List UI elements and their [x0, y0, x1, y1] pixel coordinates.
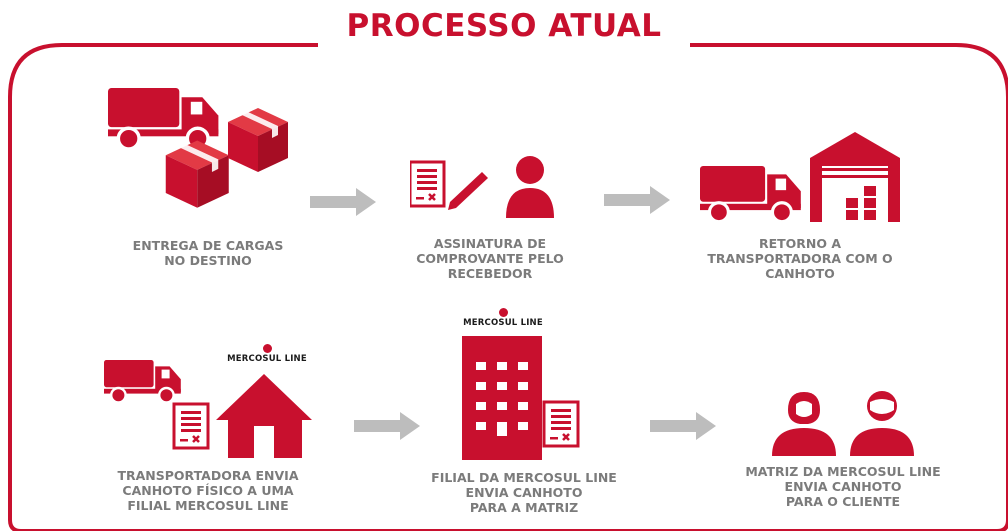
mercosul-logo-icon — [498, 308, 508, 317]
step-6-label: MATRIZ DA MERCOSUL LINE ENVIA CANHOTO PA… — [745, 464, 941, 509]
flow-arrow-3 — [354, 412, 420, 440]
step-3-label: RETORNO A TRANSPORTADORA COM O CANHOTO — [707, 236, 893, 281]
diagram-title: PROCESSO ATUAL — [346, 8, 662, 44]
mercosul-logo-icon — [262, 344, 272, 353]
mercosul-line-logo-step4: MERCOSUL LINE — [222, 344, 312, 364]
two-people-icon — [772, 391, 914, 456]
flow-arrow-2 — [604, 186, 670, 214]
mercosul-line-logo-step5: MERCOSUL LINE — [458, 308, 548, 328]
truck-and-warehouse-icon — [700, 132, 900, 224]
step-2-label: ASSINATURA DE COMPROVANTE PELO RECEBEDOR — [416, 236, 564, 281]
step-4-label: TRANSPORTADORA ENVIA CANHOTO FÍSICO A UM… — [117, 468, 299, 513]
step-1-label: ENTREGA DE CARGAS NO DESTINO — [132, 238, 284, 268]
truck-and-boxes-icon — [108, 88, 288, 208]
flow-arrow-4 — [650, 412, 716, 440]
flow-arrow-1 — [310, 188, 376, 216]
office-building-and-document-icon — [462, 336, 580, 460]
truck-document-and-house-icon — [104, 360, 312, 458]
step-5-label: FILIAL DA MERCOSUL LINE ENVIA CANHOTO PA… — [431, 470, 617, 515]
signed-document-and-person-icon — [410, 156, 554, 218]
